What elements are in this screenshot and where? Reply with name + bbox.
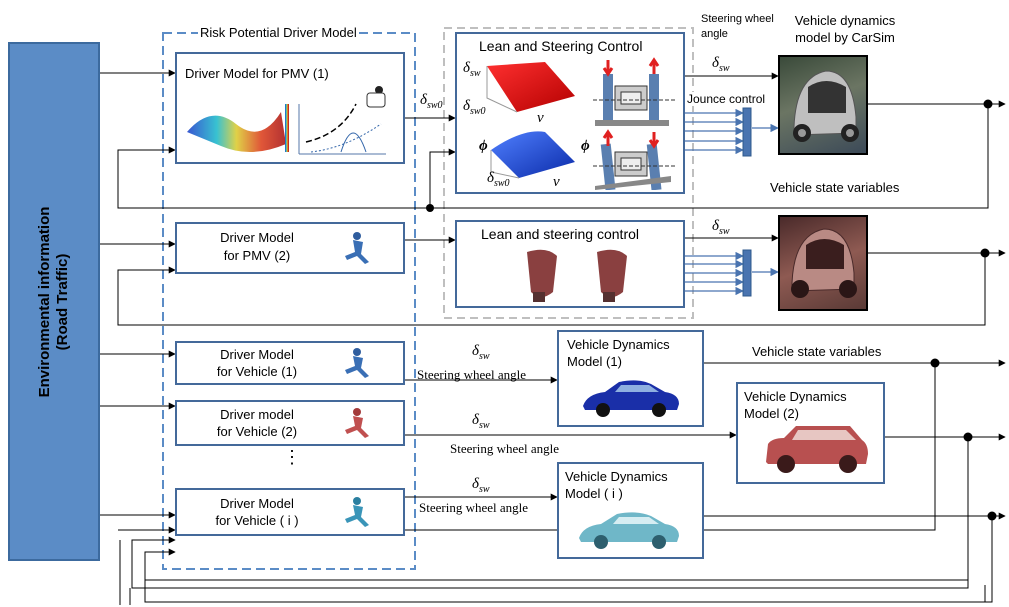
delta-sw0-label-2: δsw0 — [487, 170, 510, 189]
ellipsis-more-drivers: ⋮ — [283, 447, 301, 467]
driver-model-vehicle1-line1: Driver Model — [220, 347, 294, 362]
lean-control-2-title: Lean and steering control — [481, 226, 639, 242]
lean-steering-control-box-2: Lean and steering control — [455, 220, 685, 308]
v-axis-label-2: v — [553, 174, 560, 190]
jounce-control-label: Jounce control — [687, 92, 766, 106]
jounce-bus-1 — [742, 107, 752, 157]
driver-figure-blue-icon — [345, 232, 369, 264]
env-title-line2: (Road Traffic) — [54, 253, 71, 350]
driver-figure-teal-icon — [345, 497, 369, 527]
driver-model-vehicle2-box: Driver model for Vehicle (2) — [175, 400, 405, 446]
driver-model-pmv2-line1: Driver Model — [220, 230, 294, 245]
environmental-info-box: Environmental information (Road Traffic) — [8, 42, 100, 561]
driver-model-vehicle2-line1: Driver model — [220, 407, 294, 422]
lean-surface-blue-plot — [490, 131, 575, 179]
steering-surface-red-plot — [486, 62, 575, 113]
steering-angle-label-veh2: Steering wheel angle — [450, 441, 560, 456]
v-axis-label-1: v — [537, 110, 544, 126]
vehicle-dynamics-model-1-box: Vehicle Dynamics Model (1) — [557, 330, 704, 427]
delta-sw-label-1: δsw — [463, 60, 481, 79]
risk-surface-plot-image — [187, 86, 386, 155]
driver-figure-blue-icon-2 — [345, 348, 369, 378]
delta-sw0-signal-label: δsw0 — [420, 92, 443, 111]
steering-wheel-angle-top-label: Steering wheel angle — [701, 13, 774, 40]
risk-model-title: Risk Potential Driver Model — [198, 25, 359, 40]
lean-control-container — [443, 27, 694, 319]
driver-model-pmv2-box: Driver Model for PMV (2) — [175, 222, 405, 274]
lean-steering-control-box: Lean and Steering Control δsw δsw0 — [455, 32, 685, 194]
delta-sw-signal-top: δsw — [712, 55, 730, 74]
carsim-pmv-render-1 — [778, 55, 868, 155]
delta-sw-signal-veh2: δsw — [472, 412, 490, 431]
steering-angle-label-veh1: Steering wheel angle — [417, 367, 527, 382]
delta-sw0-label-1: δsw0 — [463, 98, 486, 117]
vehicle-dynamics-model-i-box: Vehicle Dynamics Model ( i ) — [557, 462, 704, 559]
vehicle-state-label-1: Vehicle state variables — [770, 180, 900, 195]
carsim-pmv-render-2 — [778, 215, 868, 311]
driver-model-pmv1-box: Driver Model for PMV (1) — [175, 52, 405, 164]
lean-control-title: Lean and Steering Control — [479, 38, 643, 54]
vehicle-dynamics-model-2-box: Vehicle Dynamics Model (2) — [736, 382, 885, 484]
phi-label-mechanism: ϕ — [581, 138, 590, 154]
delta-sw-signal-veh1: δsw — [472, 343, 490, 362]
delta-sw-signal-vehi: δsw — [472, 476, 490, 495]
env-title-line1: Environmental information — [36, 206, 53, 397]
blue-sedan-image — [583, 380, 679, 417]
red-suv-image — [766, 426, 868, 473]
carsim-model-label: Vehicle dynamics model by CarSim — [794, 13, 896, 45]
driver-model-vehicle1-line2: for Vehicle (1) — [216, 364, 298, 379]
vehicle-state-label-2: Vehicle state variables — [752, 344, 882, 359]
pmv-wheels-illustration — [527, 249, 627, 302]
vdm1-label: Vehicle Dynamics Model (1) — [567, 337, 670, 369]
driver-model-pmv1-label: Driver Model for PMV (1) — [185, 66, 329, 81]
driver-model-vehicle-i-box: Driver Model for Vehicle ( i ) — [175, 488, 405, 536]
driver-figure-red-icon — [345, 408, 369, 438]
lean-mechanism-illustration — [593, 57, 675, 190]
driver-model-pmv2-line2: for PMV (2) — [223, 248, 291, 263]
driver-model-vehicle2-line2: for Vehicle (2) — [216, 424, 298, 439]
jounce-bus-2 — [742, 249, 752, 297]
vdm2-label: Vehicle Dynamics Model (2) — [744, 389, 847, 421]
driver-model-vehicle-i-line1: Driver Model — [220, 496, 294, 511]
phi-axis-label: ϕ — [479, 138, 488, 154]
driver-model-vehicle-i-line2: for Vehicle ( i ) — [215, 513, 299, 528]
steering-angle-label-vehi: Steering wheel angle — [419, 500, 529, 515]
delta-sw-signal-2: δsw — [712, 218, 730, 237]
vdm-i-label: Vehicle Dynamics Model ( i ) — [565, 469, 668, 501]
driver-model-vehicle1-box: Driver Model for Vehicle (1) — [175, 341, 405, 385]
teal-sedan-image — [579, 512, 679, 549]
